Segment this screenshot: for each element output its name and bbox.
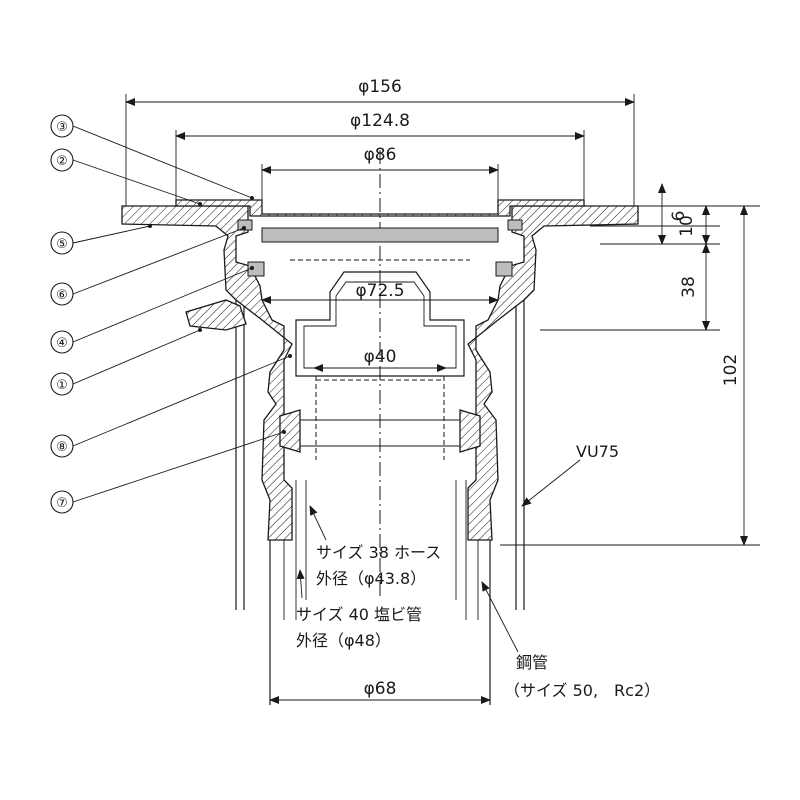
grate-bar bbox=[261, 227, 499, 243]
callout-6: ⑥ bbox=[50, 226, 246, 306]
callout-8: ⑧ bbox=[50, 354, 292, 458]
dim-phi68: φ68 bbox=[364, 679, 397, 699]
callout-5: ⑤ bbox=[50, 224, 152, 255]
body-left bbox=[121, 205, 293, 541]
svg-text:VU75: VU75 bbox=[576, 442, 619, 461]
dim-10: 10 bbox=[677, 215, 697, 237]
svg-text:①: ① bbox=[56, 378, 68, 393]
callout-3: ③ bbox=[50, 114, 254, 200]
dim-phi86: φ86 bbox=[364, 145, 397, 165]
dim-38: 38 bbox=[679, 276, 699, 298]
dimension-lines bbox=[125, 94, 760, 704]
svg-text:鋼管: 鋼管 bbox=[516, 653, 548, 672]
flange-lug bbox=[185, 299, 247, 331]
vu75-pipe bbox=[235, 300, 525, 610]
callout-1: ① bbox=[50, 328, 202, 396]
dim-phi124-8: φ124.8 bbox=[350, 111, 410, 131]
svg-text:⑧: ⑧ bbox=[56, 440, 68, 455]
dim-phi72-5: φ72.5 bbox=[355, 281, 404, 301]
dim-6: 6 bbox=[669, 211, 689, 222]
callout-2: ② bbox=[50, 148, 202, 206]
svg-text:外径（φ48）: 外径（φ48） bbox=[296, 631, 391, 650]
gaskets bbox=[237, 219, 523, 277]
hose-label: サイズ 38 ホース 外径（φ43.8） bbox=[309, 505, 441, 588]
svg-text:サイズ 40 塩ビ管: サイズ 40 塩ビ管 bbox=[296, 605, 422, 624]
svg-text:⑤: ⑤ bbox=[56, 237, 68, 252]
vu75-label: VU75 bbox=[521, 442, 619, 507]
body-right bbox=[467, 205, 639, 541]
pvc-label: サイズ 40 塩ビ管 外径（φ48） bbox=[296, 569, 422, 650]
dim-102: 102 bbox=[721, 354, 741, 386]
svg-text:③: ③ bbox=[56, 120, 68, 135]
svg-text:サイズ 38 ホース: サイズ 38 ホース bbox=[316, 543, 441, 562]
callout-4: ④ bbox=[50, 266, 254, 354]
dim-phi40: φ40 bbox=[364, 347, 397, 367]
svg-text:（サイズ 50, Rc2）: （サイズ 50, Rc2） bbox=[504, 681, 660, 700]
steel-pipe-label: 鋼管 （サイズ 50, Rc2） bbox=[481, 581, 660, 700]
trap-bell bbox=[295, 271, 465, 377]
dim-phi156: φ156 bbox=[358, 77, 402, 97]
callout-7: ⑦ bbox=[50, 430, 286, 514]
svg-text:②: ② bbox=[56, 154, 68, 169]
svg-text:⑦: ⑦ bbox=[56, 496, 68, 511]
svg-text:外径（φ43.8）: 外径（φ43.8） bbox=[316, 569, 426, 588]
svg-text:④: ④ bbox=[56, 336, 68, 351]
svg-text:⑥: ⑥ bbox=[56, 288, 68, 303]
seal-ring bbox=[279, 409, 481, 453]
